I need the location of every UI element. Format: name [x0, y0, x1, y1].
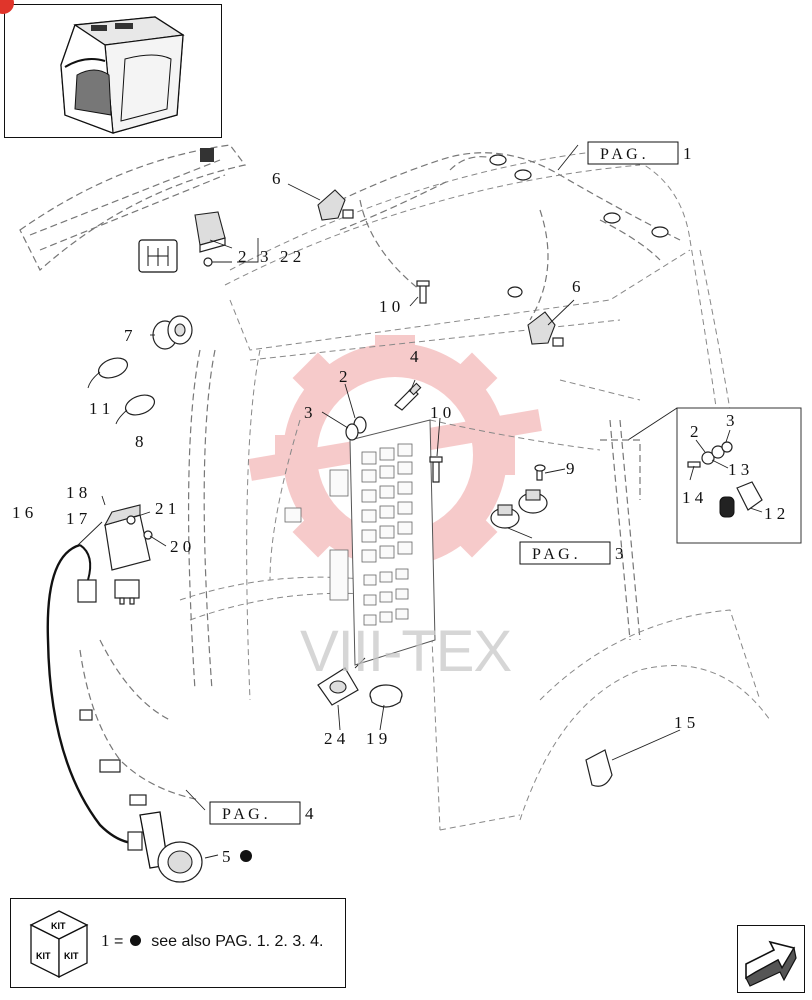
callout-5: 5	[222, 847, 231, 866]
kit-label-top: KIT	[51, 921, 66, 931]
next-arrow-icon	[745, 940, 797, 987]
callout-13: 1 3	[728, 460, 749, 479]
cap-part-19	[369, 684, 403, 708]
callout-7: 7	[124, 326, 133, 345]
callout-3-mid: 3	[304, 403, 313, 422]
kit-label-left: KIT	[36, 951, 51, 961]
relay-symbol-icon	[138, 239, 178, 273]
pag-ref-3-number: 3	[615, 544, 624, 563]
roof-harness	[319, 152, 681, 321]
roof-console	[29, 148, 226, 251]
next-page-button[interactable]	[737, 925, 805, 993]
sensor-part-24	[317, 657, 366, 706]
callout-17: 1 7	[66, 509, 88, 528]
washer-part-3	[345, 423, 359, 441]
callout-18: 1 8	[66, 483, 87, 502]
legend-number: 1	[101, 931, 110, 950]
kit-dot-icon	[129, 935, 141, 947]
legend-equals: =	[113, 933, 124, 950]
callout-6a: 6	[272, 169, 281, 188]
kit-label-right: KIT	[64, 951, 79, 961]
callout-19: 1 9	[366, 729, 387, 748]
kit-marker-dot-icon	[240, 850, 252, 862]
callout-15: 1 5	[674, 713, 695, 732]
callout-10a: 1 0	[379, 297, 400, 316]
pag-ref-1-number: 1	[683, 144, 692, 163]
connector-block	[114, 579, 140, 605]
callout-2-mid: 2	[339, 367, 348, 386]
watermark-text: VIII-TEX	[300, 619, 512, 684]
cab-outline	[19, 144, 771, 831]
screw-part-10b	[429, 456, 443, 483]
pag-ref-3-label: P A G .	[532, 546, 578, 563]
callout-24: 2 4	[324, 729, 346, 748]
cab-thumbnail-frame	[4, 4, 222, 138]
screw-part-9	[534, 464, 546, 481]
callout-8: 8	[135, 432, 144, 451]
pag-ref-3[interactable]: P A G . 3	[519, 541, 624, 565]
callout-9: 9	[566, 459, 575, 478]
kit-cube-icon: KIT KIT KIT	[27, 907, 91, 986]
pag-ref-4-label: P A G .	[222, 806, 268, 823]
pag-ref-1[interactable]: P A G . 1	[587, 141, 692, 165]
callout-4: 4	[410, 347, 419, 366]
legend-description: see also PAG. 1. 2. 3. 4.	[151, 933, 324, 950]
cab-thumbnail	[60, 16, 185, 134]
callout-21: 2 1	[155, 499, 176, 518]
callout-3-inset: 3	[726, 411, 735, 430]
callout-2-top: 2	[238, 247, 247, 266]
callout-6b: 6	[572, 277, 581, 296]
pag-ref-4[interactable]: P A G . 4	[209, 801, 314, 825]
lamp-part-6b	[527, 311, 564, 347]
lamp-part-6a	[317, 189, 354, 221]
callout-16: 1 6	[12, 503, 33, 522]
bolt-part-4	[394, 382, 422, 411]
callout-3-top: 3	[260, 247, 269, 266]
lamp-part-11a	[87, 357, 129, 389]
fuse-relay-panel	[284, 419, 436, 666]
corner-marker	[0, 0, 14, 14]
clip-part-15	[585, 749, 613, 787]
switch-assembly-pag3	[490, 489, 548, 529]
dash-harness-pag4	[79, 639, 201, 806]
grommet-part-7	[152, 315, 193, 350]
callout-12: 1 2	[764, 504, 785, 523]
lamp-part-11b	[115, 394, 156, 425]
relay-part-22	[194, 211, 233, 267]
pag-ref-1-label: P A G .	[600, 146, 646, 163]
callout-2-inset: 2	[690, 422, 699, 441]
screw-part-10a	[416, 280, 430, 304]
pag-ref-4-number: 4	[305, 804, 314, 823]
callout-20: 2 0	[170, 537, 191, 556]
leader-lines	[77, 144, 763, 859]
harness-part-17	[46, 543, 143, 851]
mirror-detail-inset	[600, 407, 802, 544]
kit-legend: KIT KIT KIT 1 = see also PAG. 1. 2. 3. 4…	[10, 898, 346, 988]
callout-10b: 1 0	[430, 403, 451, 422]
callout-14: 1 4	[682, 488, 704, 507]
callout-22: 2 2	[280, 247, 301, 266]
control-unit-part-18	[103, 504, 153, 571]
legend-text: 1 = see also PAG. 1. 2. 3. 4.	[101, 931, 323, 951]
horn-part-5	[139, 811, 203, 883]
callout-11: 1 1	[89, 399, 110, 418]
